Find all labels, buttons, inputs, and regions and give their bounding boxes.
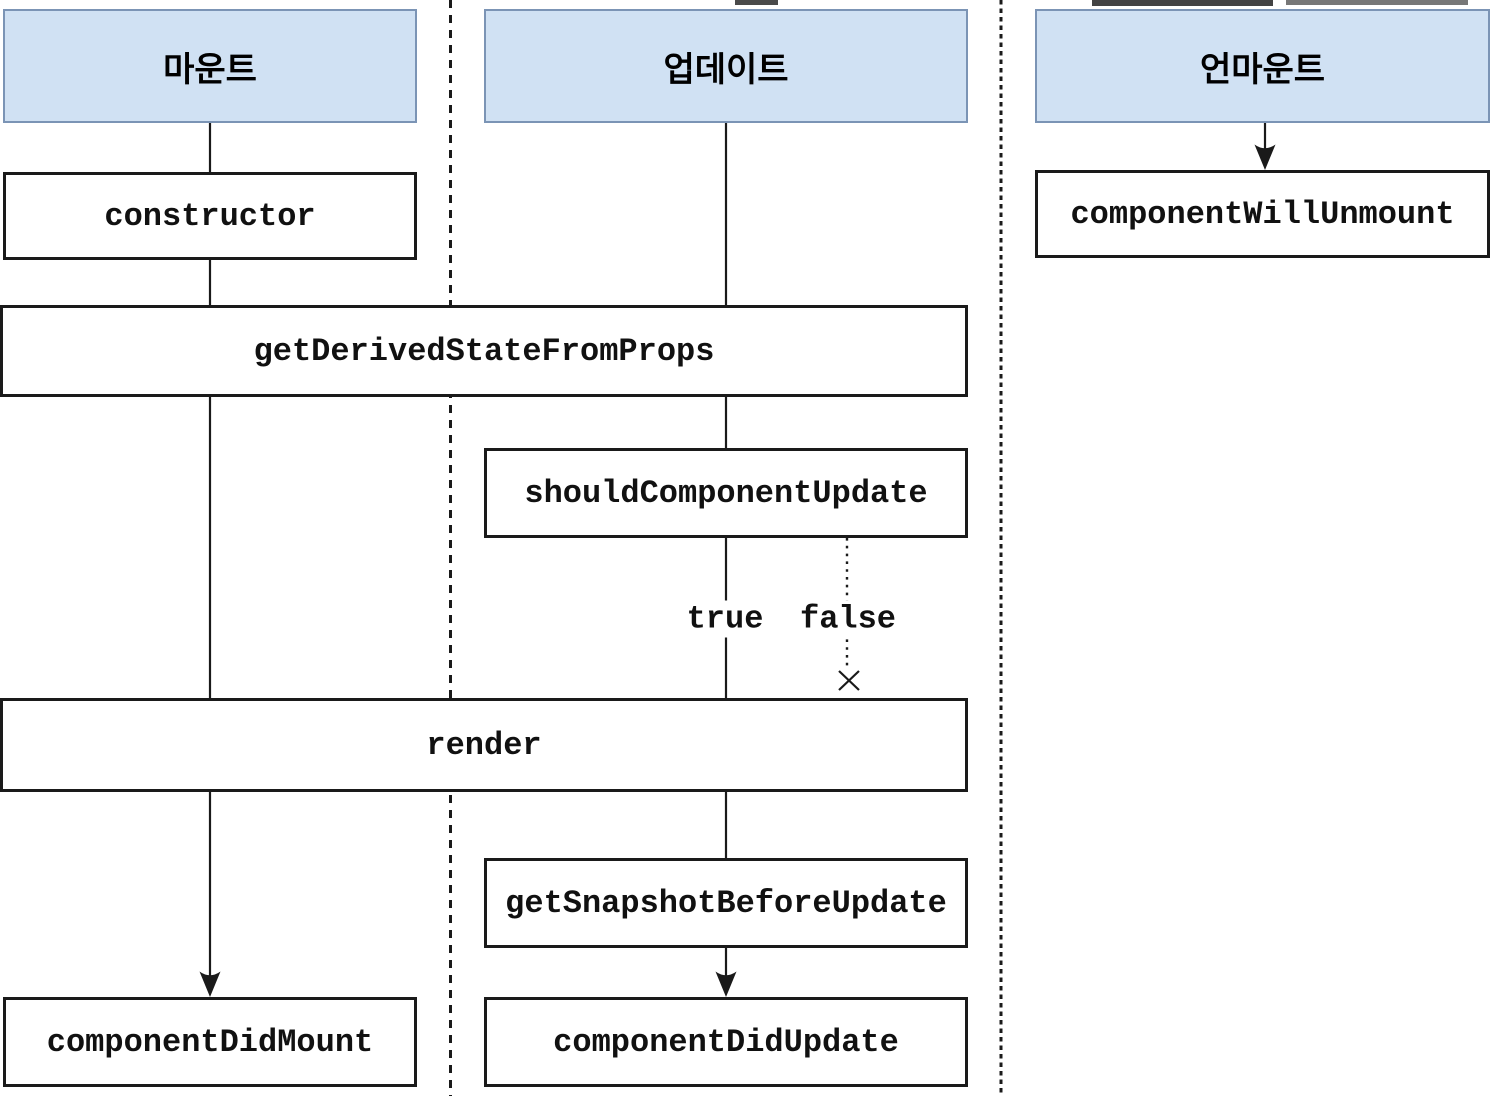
column-header-update-label: 업데이트 (663, 50, 789, 89)
node-component-did-mount-label: componentDidMount (46, 1023, 374, 1061)
node-get-derived-state-from-props: getDerivedStateFromProps (0, 305, 968, 397)
column-header-unmount-label: 언마운트 (1199, 50, 1326, 89)
top-edge-artifact-1 (735, 0, 778, 5)
node-component-will-unmount-label: componentWillUnmount (1070, 195, 1455, 233)
node-should-component-update-label: shouldComponentUpdate (524, 474, 928, 512)
arrowhead-componentwillunmount (1254, 144, 1276, 170)
node-component-will-unmount: componentWillUnmount (1035, 170, 1490, 258)
node-constructor-label: constructor (104, 197, 316, 235)
node-constructor: constructor (3, 172, 417, 260)
node-component-did-update-label: componentDidUpdate (553, 1023, 899, 1061)
node-should-component-update: shouldComponentUpdate (484, 448, 968, 538)
node-get-snapshot-before-update-label: getSnapshotBeforeUpdate (505, 884, 947, 922)
false-terminator-x-icon (838, 670, 860, 691)
column-header-update: 업데이트 (484, 9, 968, 123)
node-component-did-mount: componentDidMount (3, 997, 417, 1087)
node-component-did-update: componentDidUpdate (484, 997, 968, 1087)
top-edge-artifact-3 (1286, 0, 1468, 5)
top-edge-artifact-2 (1092, 0, 1273, 6)
node-get-snapshot-before-update: getSnapshotBeforeUpdate (484, 858, 968, 948)
column-header-mount: 마운트 (3, 9, 417, 123)
column-header-mount-label: 마운트 (163, 50, 257, 89)
branch-label-false: false (793, 600, 903, 638)
node-render-label: render (426, 726, 542, 764)
column-header-unmount: 언마운트 (1035, 9, 1490, 123)
branch-label-true: true (680, 600, 770, 638)
node-get-derived-state-from-props-label: getDerivedStateFromProps (253, 332, 715, 370)
node-render: render (0, 698, 968, 792)
arrowhead-componentdidupdate (715, 971, 737, 997)
arrowhead-componentdidmount (199, 971, 221, 997)
